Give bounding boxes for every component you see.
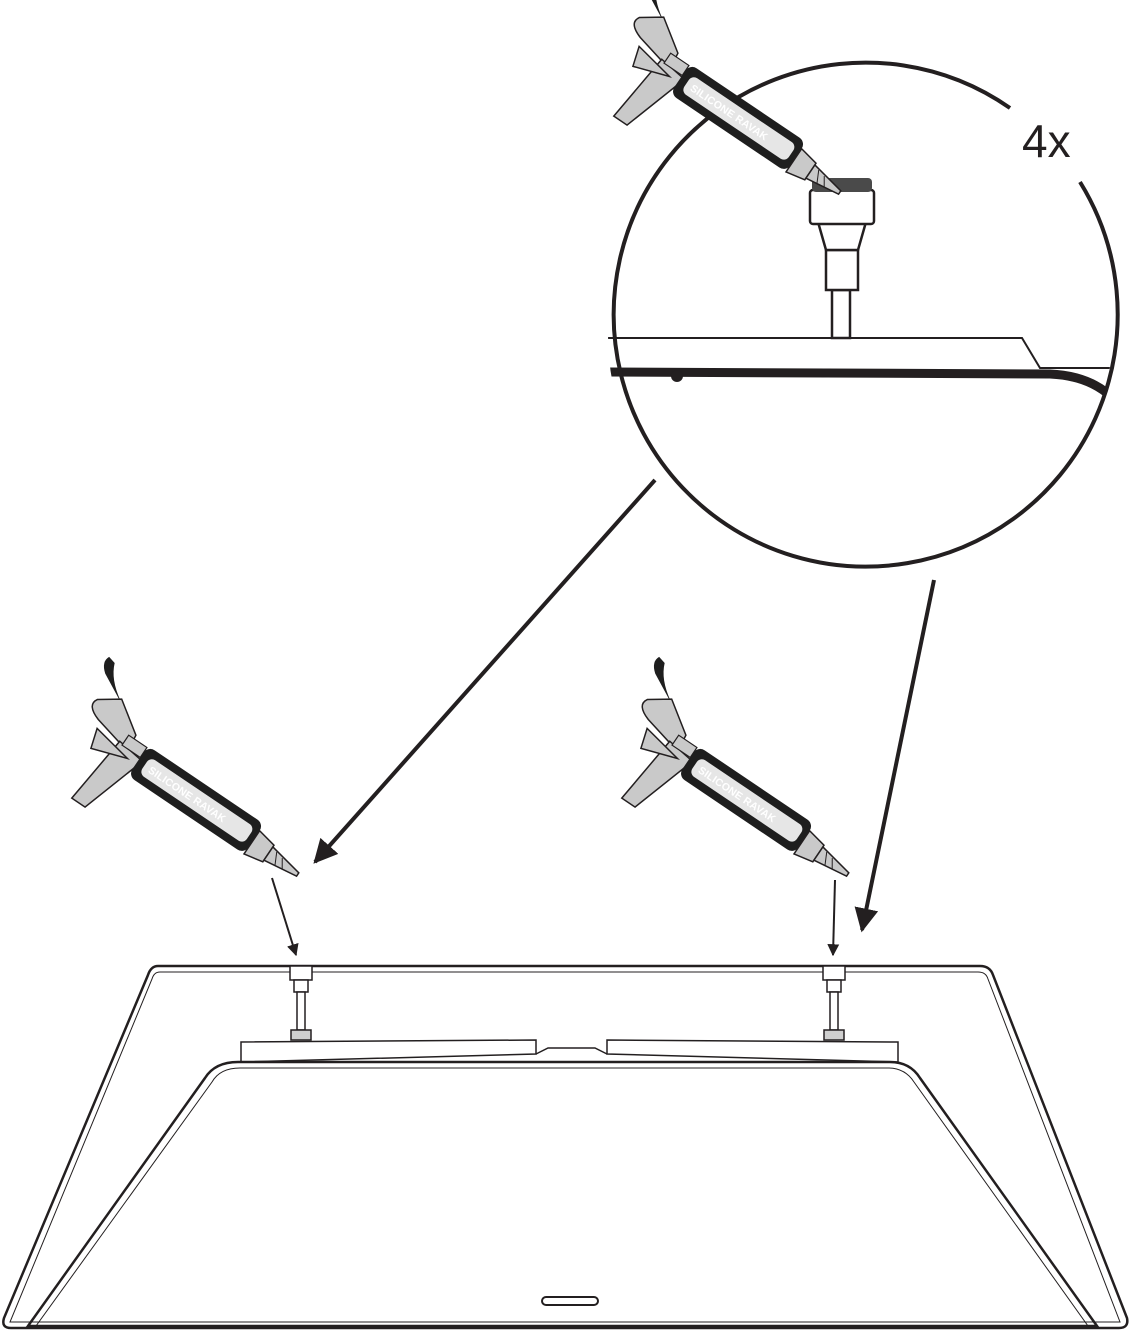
adjustable-foot-right bbox=[822, 965, 846, 1041]
detail-magnifier bbox=[608, 60, 1120, 569]
shower-tray bbox=[2, 964, 1129, 1330]
support-plate-left bbox=[240, 1039, 537, 1063]
leader-arrow-right bbox=[854, 579, 936, 933]
adjustable-foot-left bbox=[289, 965, 313, 1041]
leader-arrow-left bbox=[313, 478, 657, 864]
silicone-gun-right: SILICONE RAVAK bbox=[580, 655, 891, 928]
pointer-arrow-right bbox=[827, 879, 840, 957]
silicone-gun-left: SILICONE RAVAK bbox=[30, 655, 341, 928]
support-plate-right bbox=[606, 1039, 899, 1063]
quantity-label: 4x bbox=[1022, 115, 1071, 167]
pointer-arrow-left bbox=[271, 877, 299, 957]
adjustable-foot-detail bbox=[830, 288, 852, 340]
drain-slot bbox=[541, 1296, 599, 1306]
